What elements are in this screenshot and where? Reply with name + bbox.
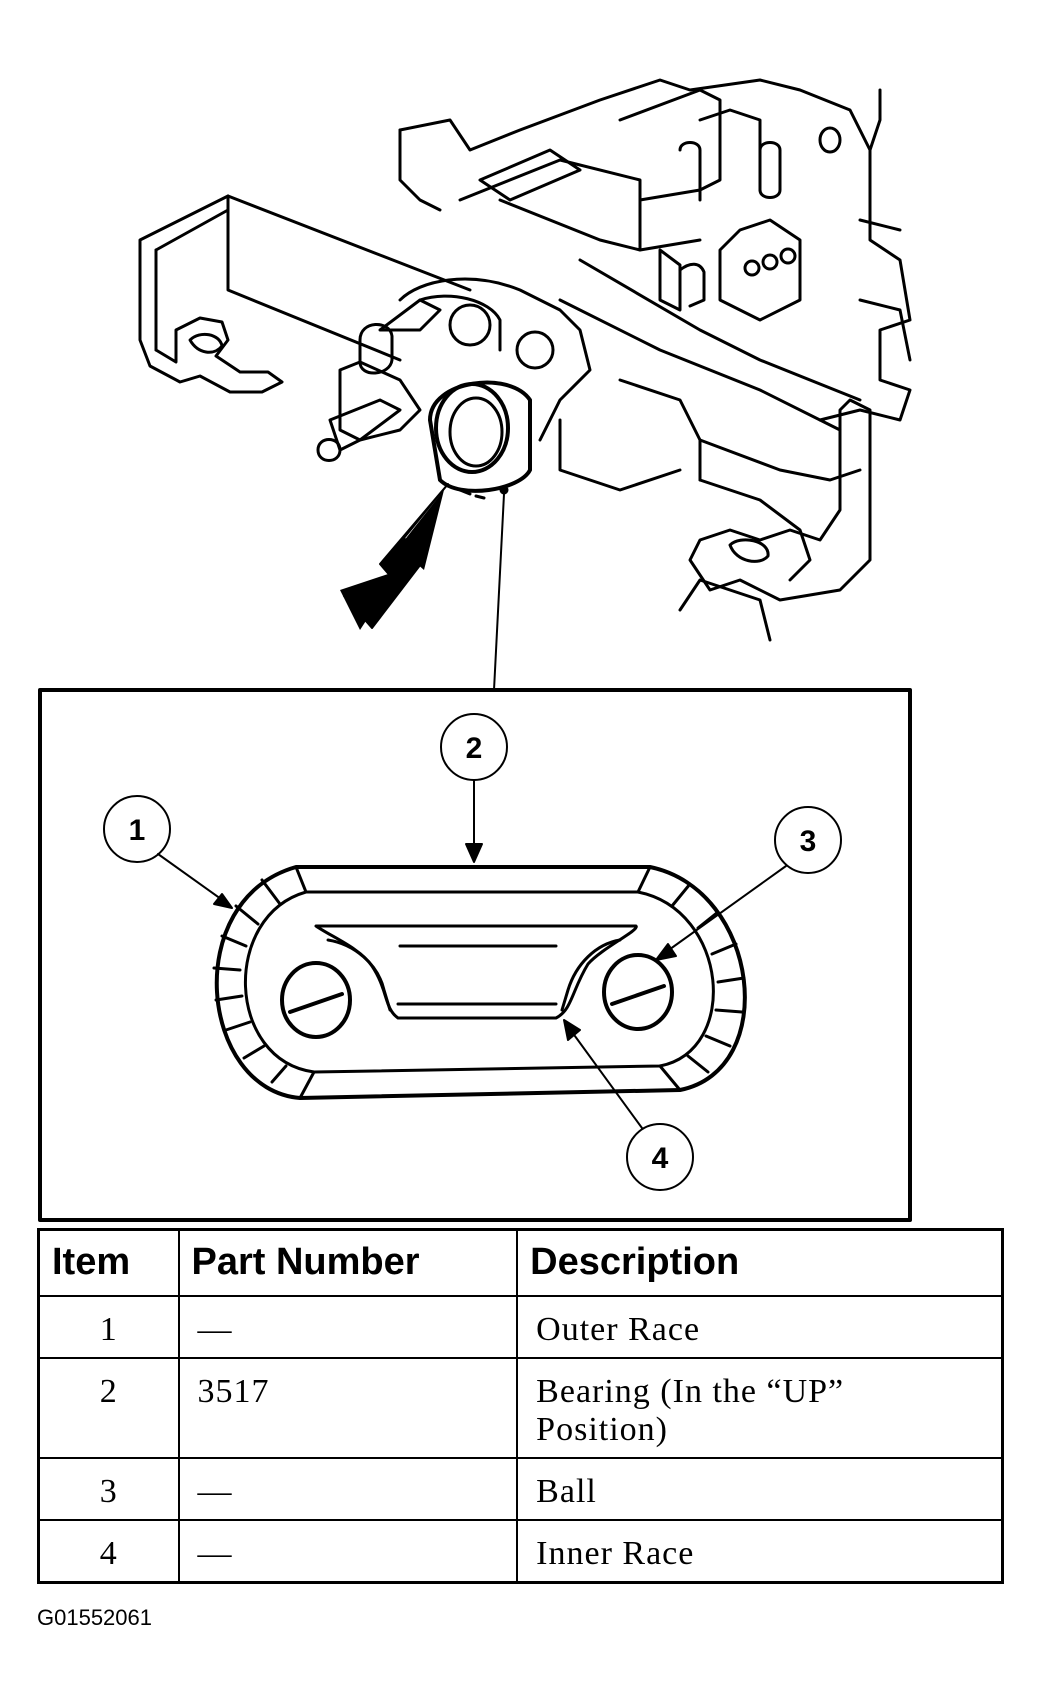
figure-id: G01552061 xyxy=(37,1605,152,1630)
detail-box xyxy=(38,688,912,1222)
header-part-number: Part Number xyxy=(177,1228,519,1297)
part-number-cell: — xyxy=(177,1457,519,1521)
svg-text:3: 3 xyxy=(800,825,817,858)
svg-text:1: 1 xyxy=(129,814,146,847)
description-cell: Bearing (In the “UP” Position) xyxy=(516,1357,1004,1459)
part-number-cell: — xyxy=(177,1295,519,1359)
table-row: 1 — Outer Race xyxy=(37,1295,1004,1359)
table-header-row: Item Part Number Description xyxy=(37,1228,1004,1297)
steering-column-assembly xyxy=(138,78,912,642)
part-number-cell: 3517 xyxy=(177,1357,519,1459)
header-item: Item xyxy=(37,1228,180,1297)
item-cell: 4 xyxy=(37,1519,180,1584)
item-cell: 2 xyxy=(37,1357,180,1459)
header-description: Description xyxy=(516,1228,1004,1297)
description-cell: Inner Race xyxy=(516,1519,1004,1584)
svg-text:2: 2 xyxy=(466,732,483,765)
detail-leader-line xyxy=(493,493,505,691)
description-cell: Outer Race xyxy=(516,1295,1004,1359)
callout-2: 2 xyxy=(440,713,508,863)
callout-4: 4 xyxy=(563,1019,694,1191)
callout-3: 3 xyxy=(655,806,842,961)
table-row: 3 — Ball xyxy=(37,1457,1004,1521)
table-row: 2 3517 Bearing (In the “UP” Position) xyxy=(37,1357,1004,1459)
item-cell: 3 xyxy=(37,1457,180,1521)
callout-1: 1 xyxy=(103,795,233,909)
item-cell: 1 xyxy=(37,1295,180,1359)
svg-text:4: 4 xyxy=(652,1142,669,1175)
steering-column-illustration: 1 2 3 4 xyxy=(38,78,912,1222)
table-row: 4 — Inner Race xyxy=(37,1519,1004,1584)
parts-table: Item Part Number Description 1 — Outer R… xyxy=(37,1228,1004,1584)
bearing-cross-section xyxy=(212,865,747,1100)
part-number-cell: — xyxy=(177,1519,519,1584)
description-cell: Ball xyxy=(516,1457,1004,1521)
